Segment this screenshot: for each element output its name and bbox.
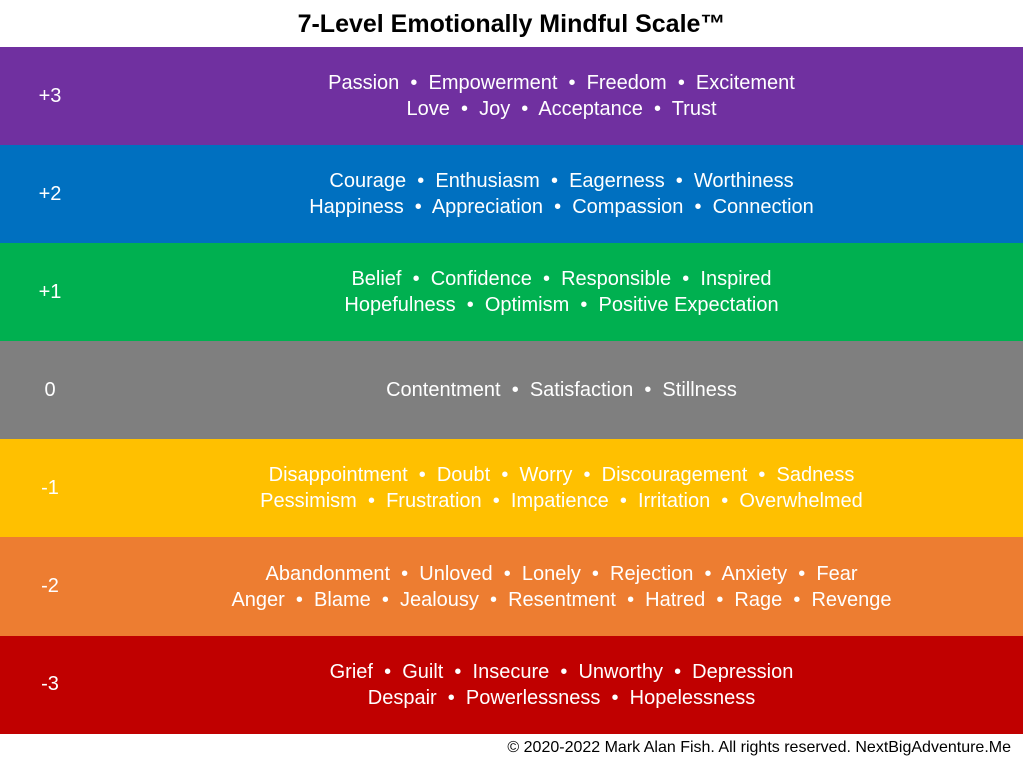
- emotion-words: Contentment • Satisfaction • Stillness: [100, 377, 1023, 403]
- emotion-line: Pessimism • Frustration • Impatience • I…: [260, 490, 863, 513]
- level-label: -1: [41, 476, 59, 499]
- page-title: 7-Level Emotionally Mindful Scale™: [297, 10, 726, 38]
- emotion-line: Abandonment • Unloved • Lonely • Rejecti…: [265, 562, 858, 585]
- emotion-line: Belief • Confidence • Responsible • Insp…: [351, 268, 772, 291]
- level-row: +3 Passion • Empowerment • Freedom • Exci…: [0, 47, 1023, 146]
- emotion-line: Happiness • Appreciation • Compassion • …: [309, 196, 814, 219]
- emotion-line: Passion • Empowerment • Freedom • Excite…: [328, 72, 795, 95]
- emotion-words: Abandonment • Unloved • Lonely • Rejecti…: [100, 561, 1023, 613]
- level-label: +3: [38, 84, 62, 107]
- emotion-line: Disappointment • Doubt • Worry • Discour…: [268, 464, 855, 487]
- level-label: -3: [41, 673, 59, 696]
- copyright-footer: © 2020-2022 Mark Alan Fish. All rights r…: [507, 739, 1011, 756]
- emotion-line: Anger • Blame • Jealousy • Resentment • …: [231, 588, 892, 611]
- level-label: +2: [38, 182, 62, 205]
- emotion-line: Courage • Enthusiasm • Eagerness • Worth…: [329, 170, 794, 193]
- level-row: -3 Grief • Guilt • Insecure • Unworthy • …: [0, 635, 1023, 734]
- emotion-line: Contentment • Satisfaction • Stillness: [386, 379, 737, 402]
- emotion-line: Hopefulness • Optimism • Positive Expect…: [344, 294, 779, 317]
- emotion-line: Despair • Powerlessness • Hopelessness: [367, 686, 756, 709]
- emotion-words: Courage • Enthusiasm • Eagerness • Worth…: [100, 168, 1023, 220]
- level-row: +2 Courage • Enthusiasm • Eagerness • Wor…: [0, 145, 1023, 244]
- emotion-words: Passion • Empowerment • Freedom • Excite…: [100, 70, 1023, 122]
- emotion-line: Love • Joy • Acceptance • Trust: [406, 98, 717, 121]
- emotion-scale: +3 Passion • Empowerment • Freedom • Exci…: [0, 47, 1023, 734]
- level-row: 0 Contentment • Satisfaction • Stillness: [0, 341, 1023, 440]
- emotion-words: Grief • Guilt • Insecure • Unworthy • De…: [100, 659, 1023, 711]
- level-row: -1 Disappointment • Doubt • Worry • Disco…: [0, 439, 1023, 538]
- emotion-line: Grief • Guilt • Insecure • Unworthy • De…: [329, 660, 794, 683]
- level-label: +1: [38, 280, 62, 303]
- level-row: +1 Belief • Confidence • Responsible • In…: [0, 243, 1023, 342]
- emotion-words: Belief • Confidence • Responsible • Insp…: [100, 266, 1023, 318]
- emotion-words: Disappointment • Doubt • Worry • Discour…: [100, 462, 1023, 514]
- level-label: 0: [44, 378, 56, 401]
- level-label: -2: [41, 575, 59, 598]
- level-row: -2 Abandonment • Unloved • Lonely • Rejec…: [0, 537, 1023, 636]
